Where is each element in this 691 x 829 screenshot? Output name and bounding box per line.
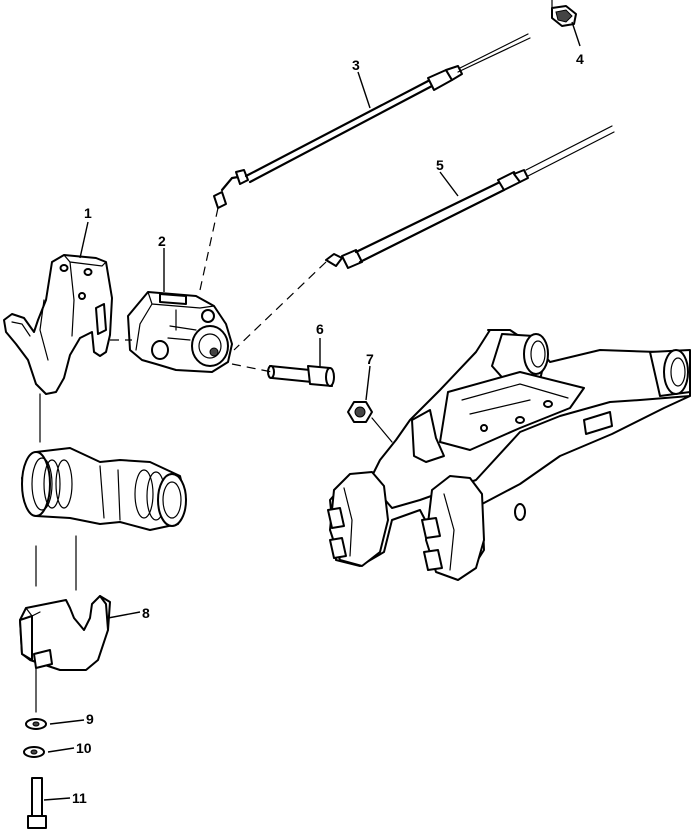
part-9-washer [25,718,47,730]
callout-6: 6 [316,321,324,337]
callout-2: 2 [158,233,166,249]
part-7-nut [347,401,373,423]
callout-10: 10 [76,740,92,756]
assembly-guide-lines [35,207,393,713]
part-1-caliper-bracket [3,254,113,395]
part-3-brake-cable [213,33,531,209]
callout-5: 5 [436,157,444,173]
callout-3: 3 [352,57,360,73]
callout-7: 7 [366,351,374,367]
part-5-brake-cable [325,125,615,269]
callout-labels: 1 2 3 4 5 6 7 8 9 10 11 [72,51,584,806]
part-8-clamp [19,595,111,671]
part-11-bolt [27,777,47,829]
part-10-washer [23,746,45,758]
leader-lines [43,21,581,801]
callout-4: 4 [576,51,584,67]
hub-sleeve [21,447,187,531]
callout-11: 11 [72,790,87,806]
part-2-brake-caliper [127,291,233,373]
callout-9: 9 [86,711,94,727]
part-6-pin [267,365,335,387]
swingarm-assembly [327,329,691,581]
part-4-cable-clip [551,0,577,27]
callout-1: 1 [84,205,92,221]
callout-8: 8 [142,605,150,621]
